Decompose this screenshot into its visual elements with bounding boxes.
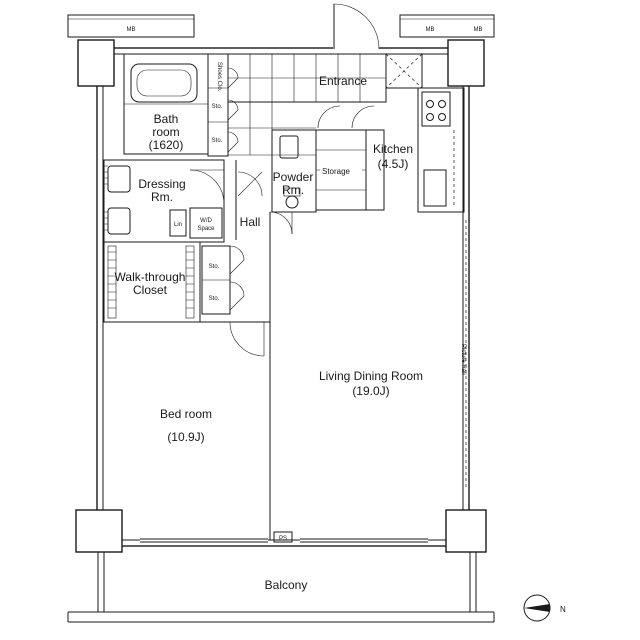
powder-room: Powder Rm. (269, 129, 317, 235)
kitchen-sink (423, 169, 447, 207)
bedroom: Bed room (10.9J) (104, 321, 270, 444)
dressing-rm-label: Rm. (151, 190, 173, 204)
living-dining-room: Picture Rail Living Dining Room (19.0J) (269, 220, 467, 540)
bath-label: Bath (154, 112, 179, 126)
column-top-left (77, 39, 115, 87)
bedroom-size-label: (10.9J) (167, 430, 204, 444)
bathroom: Bath room (1620) (123, 53, 209, 155)
wd-label-bottom: Space (197, 226, 215, 232)
wd-label-top: W/D (200, 218, 212, 224)
entrance-label: Entrance (319, 74, 367, 88)
washer-dryer-space (189, 207, 223, 239)
mb-right-label-2: MB (474, 27, 483, 33)
hall: Hall (235, 160, 271, 320)
bathtub (130, 63, 198, 103)
hall-label: Hall (240, 215, 261, 229)
ps-label: PS (279, 536, 287, 542)
walk-through-closet: Walk-through Closet (103, 241, 201, 323)
meter-box-right: MB MB (399, 14, 495, 38)
hall-storage: Sto. Sto. (201, 245, 245, 315)
living-size-label: (19.0J) (352, 384, 389, 398)
powder-rm-label: Rm. (282, 183, 304, 197)
exterior-walls (75, 39, 487, 553)
lin-label: Lin (174, 222, 182, 228)
powder-label: Powder (273, 170, 314, 184)
mb-left-label: MB (127, 27, 136, 33)
pipe-shaft-box (385, 53, 423, 89)
cooktop (421, 91, 451, 127)
balcony: Balcony (67, 552, 495, 623)
picture-rail-label: Picture Rail (460, 344, 466, 375)
windows: PS (140, 531, 428, 543)
kitchen-counter (417, 87, 465, 213)
kitchen-label: Kitchen (373, 142, 413, 156)
sto-label-3: Sto. (209, 264, 220, 270)
shoes-closet-label: Shoes Clo. (216, 62, 222, 92)
bath-room-label: room (152, 125, 179, 139)
pipe-space (273, 531, 293, 543)
storage-label: Storage (322, 167, 351, 176)
living-label: Living Dining Room (319, 369, 423, 383)
column-bottom-right (445, 509, 487, 553)
powder-sink (279, 135, 299, 159)
washbasin-1 (107, 165, 131, 193)
sto-label-1: Sto. (212, 104, 223, 110)
kitchen: Kitchen (4.5J) (365, 87, 465, 213)
kitchen-size-label: (4.5J) (378, 157, 409, 171)
north-label: N (560, 605, 566, 614)
dressing-label: Dressing (138, 177, 185, 191)
entrance-door (333, 3, 380, 54)
column-bottom-left (75, 509, 123, 553)
column-top-right (447, 39, 485, 87)
washbasin-2 (107, 207, 131, 235)
linen-closet (169, 209, 187, 237)
walk-through-label: Walk-through (115, 270, 186, 284)
mb-right-label: MB (426, 27, 435, 33)
bedroom-label: Bed room (160, 407, 212, 421)
shoes-closet: Shoes Clo. Sto. Sto. (207, 53, 239, 157)
meter-box-left: MB (67, 14, 195, 38)
sto-label-2: Sto. (212, 138, 223, 144)
balcony-label: Balcony (265, 578, 308, 592)
bath-size-label: (1620) (149, 138, 184, 152)
sto-label-4: Sto. (209, 296, 220, 302)
north-arrow: N (523, 594, 566, 622)
closet-label: Closet (133, 283, 168, 297)
